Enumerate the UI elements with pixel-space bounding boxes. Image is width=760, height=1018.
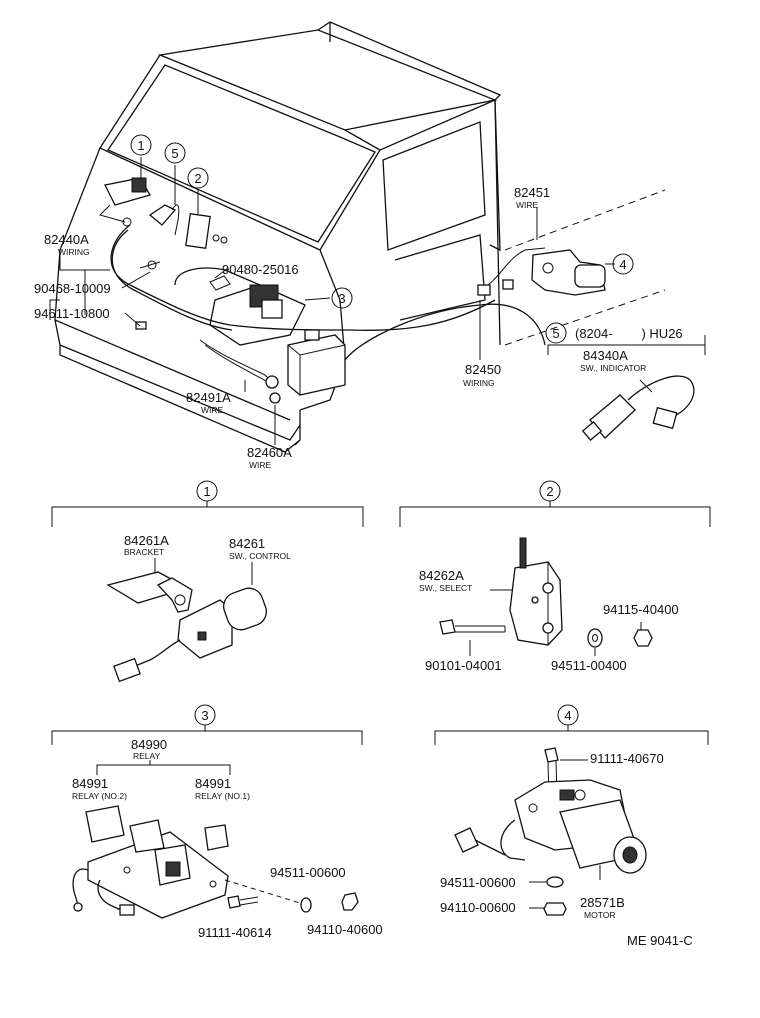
part-82450-desc: WIRING (463, 378, 495, 388)
part-82460A-desc: WIRE (249, 460, 272, 470)
callout-5: 5 (171, 146, 178, 161)
part-84262A: 84262A (419, 568, 464, 583)
callout-4-circle (612, 253, 634, 275)
part-82450: 82450 (465, 362, 501, 377)
callout-2-circle (187, 167, 209, 189)
detail-2: 2 84262A SW., SELECT 94115-40400 90101-0… (399, 480, 711, 673)
callout-1-circle (130, 134, 152, 156)
detail-4: 4 91111-40670 94511-00600 94110-00600 28… (434, 704, 709, 920)
part-84261A-desc: BRACKET (124, 547, 164, 557)
part-82440A: 82440A (44, 232, 89, 247)
part-94511-00600: 94511-00600 (270, 865, 346, 880)
part-82451: 82451 (514, 185, 550, 200)
part-84340A: 84340A (583, 348, 628, 363)
variant-note-5: (8204- ) HU26 (575, 326, 683, 341)
part-90480-25016: 90480-25016 (222, 262, 299, 277)
part-84991-no2: 84991 (72, 776, 108, 791)
part-91111-40614: 91111-40614 (198, 925, 272, 940)
part-82451-desc: WIRE (516, 200, 539, 210)
part-84340A-desc: SW., INDICATOR (580, 363, 646, 373)
part-84261: 84261 (229, 536, 265, 551)
part-28571B: 28571B (580, 895, 625, 910)
callout-1: 1 (137, 138, 144, 153)
callout-3-circle (331, 287, 353, 309)
overview-callouts: 1 5 2 3 4 5 (130, 134, 634, 344)
part-84262A-desc: SW., SELECT (419, 583, 472, 593)
callout-5b: 5 (552, 326, 559, 341)
part-82491A: 82491A (186, 390, 231, 405)
callout-5b-circle (545, 322, 567, 344)
drawing-code: ME 9041-C (627, 933, 693, 948)
part-82491A-desc: WIRE (201, 405, 224, 415)
callout-4: 4 (619, 257, 626, 272)
part-84261A: 84261A (124, 533, 169, 548)
part-84991-no1: 84991 (195, 776, 231, 791)
callout-5-circle (164, 142, 186, 164)
detail-1-callout: 1 (203, 484, 210, 499)
part-84991-no2-desc: RELAY (NO.2) (72, 791, 127, 801)
callout-3: 3 (338, 291, 345, 306)
overview-labels: 82451 WIRE 82440A WIRING 90468-10009 946… (34, 185, 683, 470)
part-94110-00600: 94110-00600 (440, 900, 516, 915)
part-94511-00600-d4: 94511-00600 (440, 875, 516, 890)
callout-2: 2 (194, 171, 201, 186)
part-82460A: 82460A (247, 445, 292, 460)
detail-4-callout: 4 (564, 708, 571, 723)
part-94511-00400: 94511-00400 (551, 658, 627, 673)
part-91111-40670: 91111-40670 (590, 751, 664, 766)
part-94110-40600: 94110-40600 (307, 922, 383, 937)
part-82440A-desc: WIRING (58, 247, 90, 257)
part-84991-no1-desc: RELAY (NO.1) (195, 791, 250, 801)
overview-leaders (49, 157, 706, 445)
part-84990-desc: RELAY (133, 751, 161, 761)
part-28571B-desc: MOTOR (584, 910, 615, 920)
truck-cab-drawing (54, 21, 666, 453)
part-84990: 84990 (131, 737, 167, 752)
part-94611-10800: 94611-10800 (34, 306, 110, 321)
part-90468-10009: 90468-10009 (34, 281, 111, 296)
detail-3: 3 84990 RELAY 84991 RELAY (NO.2) 84991 R… (51, 704, 383, 940)
part-90101-04001: 90101-04001 (425, 658, 502, 673)
detail-3-callout: 3 (201, 708, 208, 723)
indicator-switch-drawing (581, 375, 695, 442)
detail-1: 1 84261A BRACKET 84261 SW., CONTROL (51, 480, 364, 683)
part-94115-40400: 94115-40400 (603, 602, 679, 617)
part-84261-desc: SW., CONTROL (229, 551, 291, 561)
detail-2-callout: 2 (546, 484, 553, 499)
